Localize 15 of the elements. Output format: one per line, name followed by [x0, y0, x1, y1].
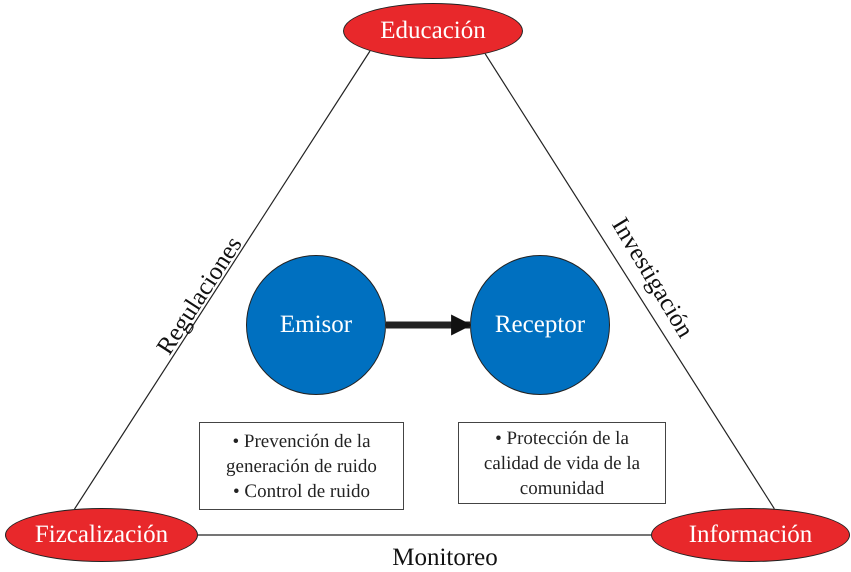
node-text: • Control de ruido — [233, 480, 370, 504]
text-box — [458, 422, 666, 504]
node-text: Receptor — [494, 311, 586, 339]
node-text: Emisor — [280, 311, 352, 339]
node-text: Información — [688, 521, 812, 549]
arrow — [386, 314, 472, 336]
connector-line — [198, 534, 651, 536]
connector-line — [74, 50, 370, 510]
node-text: Fizcalización — [34, 521, 168, 549]
text-box — [199, 422, 404, 510]
edge-label: Monitoreo — [392, 544, 498, 572]
node-text: • Protección de la calidad de vida de la comunidad — [482, 426, 642, 500]
node-text: • Prevención de la generación de ruido — [225, 430, 378, 478]
node-text: Educación — [380, 17, 486, 45]
connector-line — [484, 53, 775, 510]
